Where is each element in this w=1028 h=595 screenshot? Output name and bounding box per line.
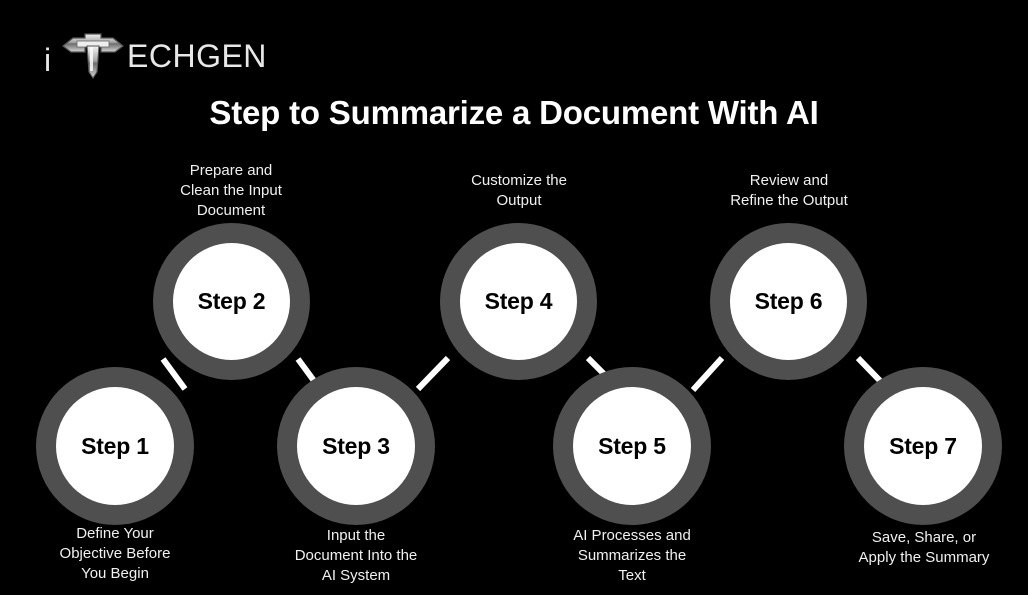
step-node-inner-step-5: Step 5 — [573, 387, 691, 505]
step-node-inner-step-7: Step 7 — [864, 387, 982, 505]
itechgen-t-logo-icon: i — [44, 32, 136, 80]
step-caption-step-1: Define Your Objective Before You Begin — [59, 525, 171, 582]
logo-t-glyph-icon — [62, 33, 124, 79]
step-node-step-2[interactable]: Step 2 — [153, 223, 310, 380]
step-node-inner-step-6: Step 6 — [730, 243, 847, 360]
step-label-step-1: Step 1 — [81, 432, 149, 459]
step-node-inner-step-1: Step 1 — [56, 387, 174, 505]
connector-step3-step4 — [415, 355, 451, 392]
step-caption-step-3: Input the Document Into the AI System — [294, 527, 418, 584]
logo-wordmark: ECHGEN — [127, 38, 267, 74]
step-node-step-6[interactable]: Step 6 — [710, 223, 867, 380]
connector-step5-step6 — [690, 355, 725, 393]
step-label-step-7: Step 7 — [889, 432, 957, 459]
step-node-step-1[interactable]: Step 1 — [36, 367, 194, 525]
step-caption-step-7: Save, Share, or Apply the Summary — [858, 529, 990, 566]
step-label-step-5: Step 5 — [598, 432, 666, 459]
brand-logo: i ECHGEN — [44, 32, 267, 80]
step-node-step-5[interactable]: Step 5 — [553, 367, 711, 525]
step-node-step-4[interactable]: Step 4 — [440, 223, 597, 380]
step-node-step-7[interactable]: Step 7 — [844, 367, 1002, 525]
step-node-inner-step-2: Step 2 — [173, 243, 290, 360]
step-node-inner-step-4: Step 4 — [460, 243, 577, 360]
page-title: Step to Summarize a Document With AI — [209, 94, 819, 131]
step-node-inner-step-3: Step 3 — [297, 387, 415, 505]
step-node-step-3[interactable]: Step 3 — [277, 367, 435, 525]
step-caption-step-6: Review and Refine the Output — [730, 172, 848, 209]
step-label-step-4: Step 4 — [484, 288, 553, 314]
step-caption-step-4: Customize the Output — [471, 172, 567, 209]
step-label-step-3: Step 3 — [322, 432, 390, 459]
step-label-step-6: Step 6 — [754, 288, 823, 314]
step-caption-step-5: AI Processes and Summarizes the Text — [573, 527, 691, 584]
logo-letter-i: i — [44, 42, 52, 78]
connector-step1-step2 — [160, 357, 188, 391]
step-label-step-2: Step 2 — [197, 288, 266, 314]
step-caption-step-2: Prepare and Clean the Input Document — [180, 162, 282, 219]
